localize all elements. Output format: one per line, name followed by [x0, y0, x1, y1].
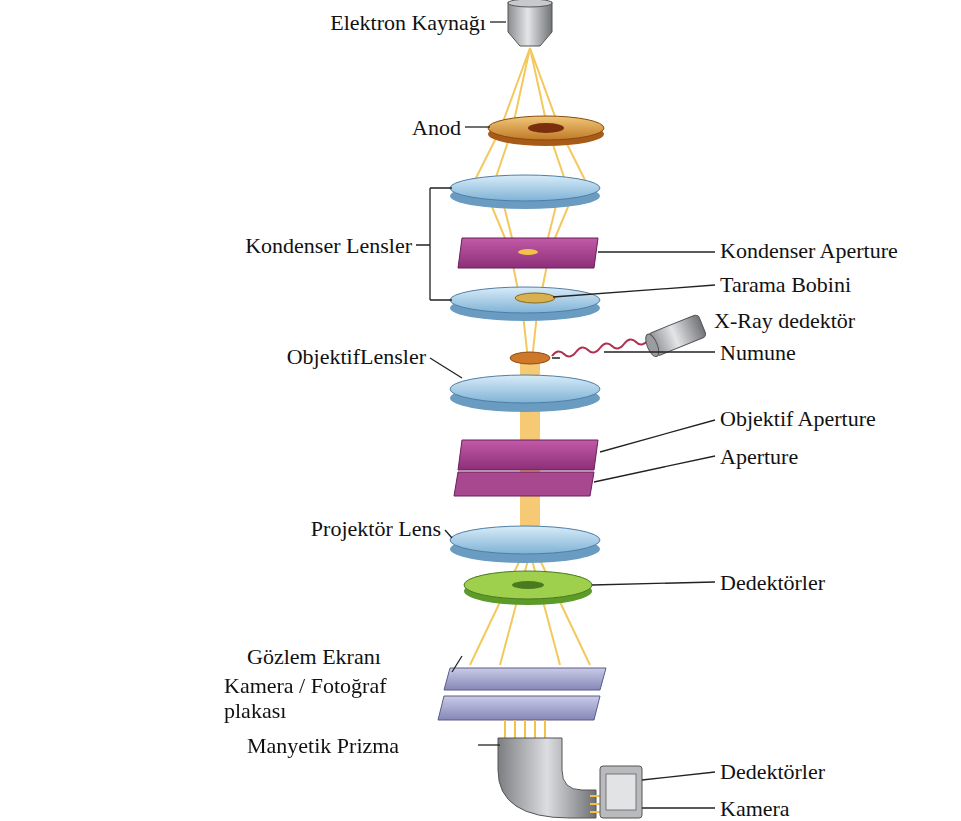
- condenser-label: Kondenser Lensler: [243, 233, 414, 258]
- aperture-label: Aperture: [718, 444, 800, 469]
- screen-label: Gözlem Ekranı: [245, 644, 383, 669]
- anode-label: Anod: [410, 115, 463, 140]
- objective-label: ObjektifLensler: [285, 344, 428, 369]
- detector-label: Dedektörler: [718, 570, 827, 595]
- detector-label: Dedektörler: [718, 759, 827, 784]
- detector-label: X-Ray dedektör: [712, 308, 857, 333]
- projector-label: Projektör Lens: [309, 516, 443, 541]
- aperture-label: Objektif Aperture: [718, 406, 878, 431]
- scan-coil-label: Tarama Bobini: [718, 272, 853, 297]
- source-label: Elektron Kaynağı: [328, 10, 488, 35]
- aperture-label: Kondenser Aperture: [718, 238, 900, 263]
- camera-label: Kamera: [718, 796, 792, 821]
- prism-label: Manyetik Prizma: [245, 733, 401, 758]
- camera-label: Kamera / Fotoğraf plakası: [222, 673, 426, 723]
- sample-label: Numune: [718, 340, 798, 365]
